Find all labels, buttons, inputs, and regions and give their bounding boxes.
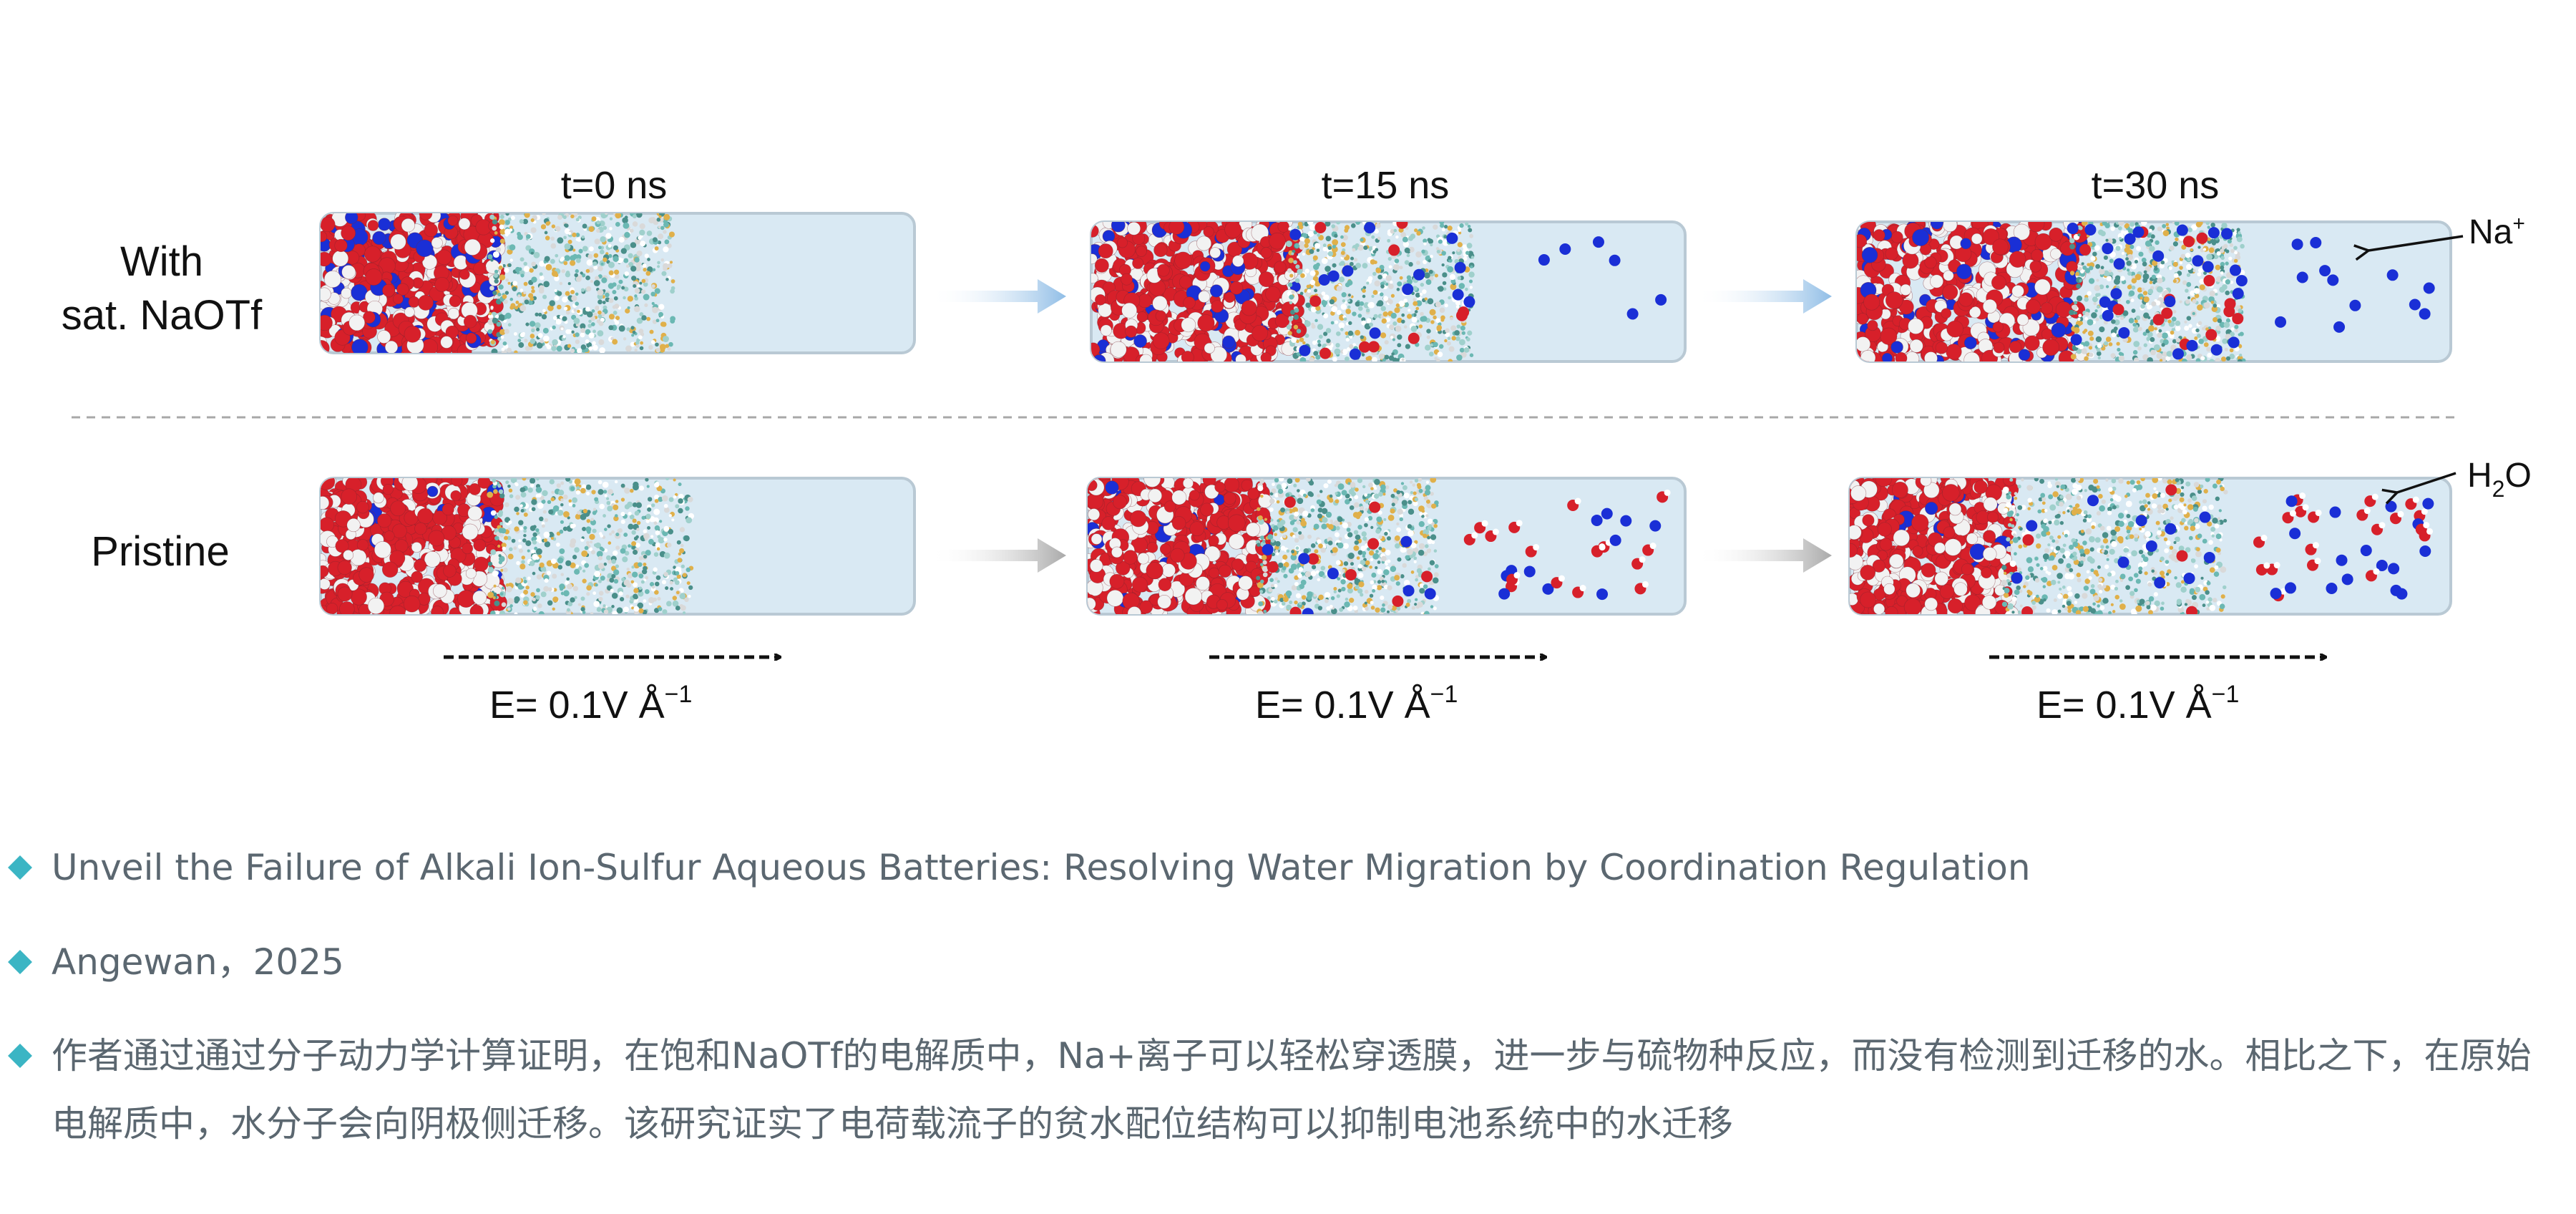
row-label-pristine: Pristine [91,528,229,575]
paper-title: Unveil the Failure of Alkali Ion-Sulfur … [52,847,2031,888]
arrow-bottom-1 [930,538,1066,573]
water-label: H2O [2467,457,2532,502]
bullet-diamond-icon [8,855,32,880]
bullet-diamond-icon [8,950,32,974]
time-label-15: t=15 ns [1322,164,1450,207]
sim-panel-bottom-0 [319,477,916,616]
field-indicator-2: E= 0.1V Å−1 [1209,657,1546,727]
bullet-diamond-icon [8,1044,32,1068]
summary-text: 作者通过通过分子动力学计算证明，在饱和NaOTf的电解质中，Na+离子可以轻松穿… [52,1035,2532,1145]
field-label-2: E= 0.1V Å−1 [1255,681,1458,727]
time-label-0: t=0 ns [561,164,668,207]
sim-panel-bottom-2 [1848,477,2452,616]
sim-panel-top-2 [1855,220,2452,363]
field-label-1: E= 0.1V Å−1 [489,681,692,727]
arrow-top-1 [930,279,1066,314]
journal-year: Angewan，2025 [52,941,344,983]
row-label-with-line2: sat. NaOTf [62,292,263,339]
field-indicator-1: E= 0.1V Å−1 [444,657,780,727]
arrow-bottom-2 [1696,538,1832,573]
sim-panel-top-0 [319,212,916,354]
row-label-with-line1: With [120,238,203,285]
na-pointer-arrow [2368,235,2464,251]
simulation-panels [319,212,2452,616]
transition-arrows-top [930,279,1832,314]
field-label-3: E= 0.1V Å−1 [2036,681,2239,727]
transition-arrows-bottom [930,538,1832,573]
na-ion-label: Na+ [2469,212,2525,251]
sim-panel-top-1 [1090,220,1687,363]
time-label-30: t=30 ns [2092,164,2220,207]
field-indicator-3: E= 0.1V Å−1 [1989,657,2326,727]
sim-panel-bottom-1 [1086,477,1687,616]
arrow-top-2 [1696,279,1832,314]
h2o-pointer-arrow [2397,472,2457,492]
md-simulation-figure: t=0 ns t=15 ns t=30 ns With sat. NaOTf P… [62,164,2532,727]
